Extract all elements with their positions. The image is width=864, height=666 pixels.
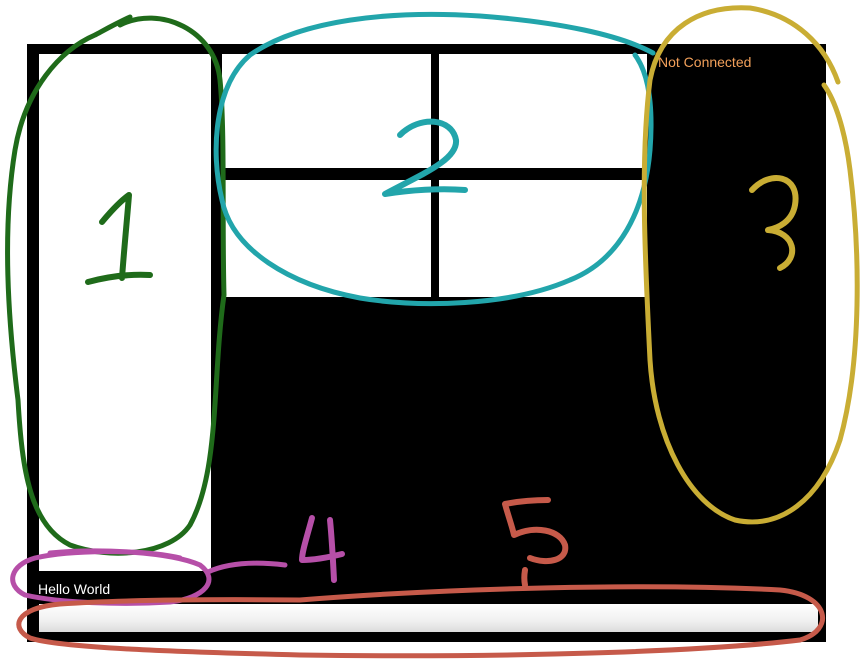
connection-status-text: Not Connected bbox=[658, 54, 752, 70]
grid-cell-top-right[interactable] bbox=[439, 54, 647, 168]
bottom-bar[interactable] bbox=[39, 604, 818, 632]
left-panel[interactable] bbox=[39, 54, 211, 571]
grid-cell-bottom-right[interactable] bbox=[439, 180, 647, 297]
grid-cell-top-left[interactable] bbox=[222, 54, 431, 168]
hello-world-label: Hello World bbox=[38, 581, 111, 597]
grid-cell-bottom-left[interactable] bbox=[222, 180, 431, 297]
